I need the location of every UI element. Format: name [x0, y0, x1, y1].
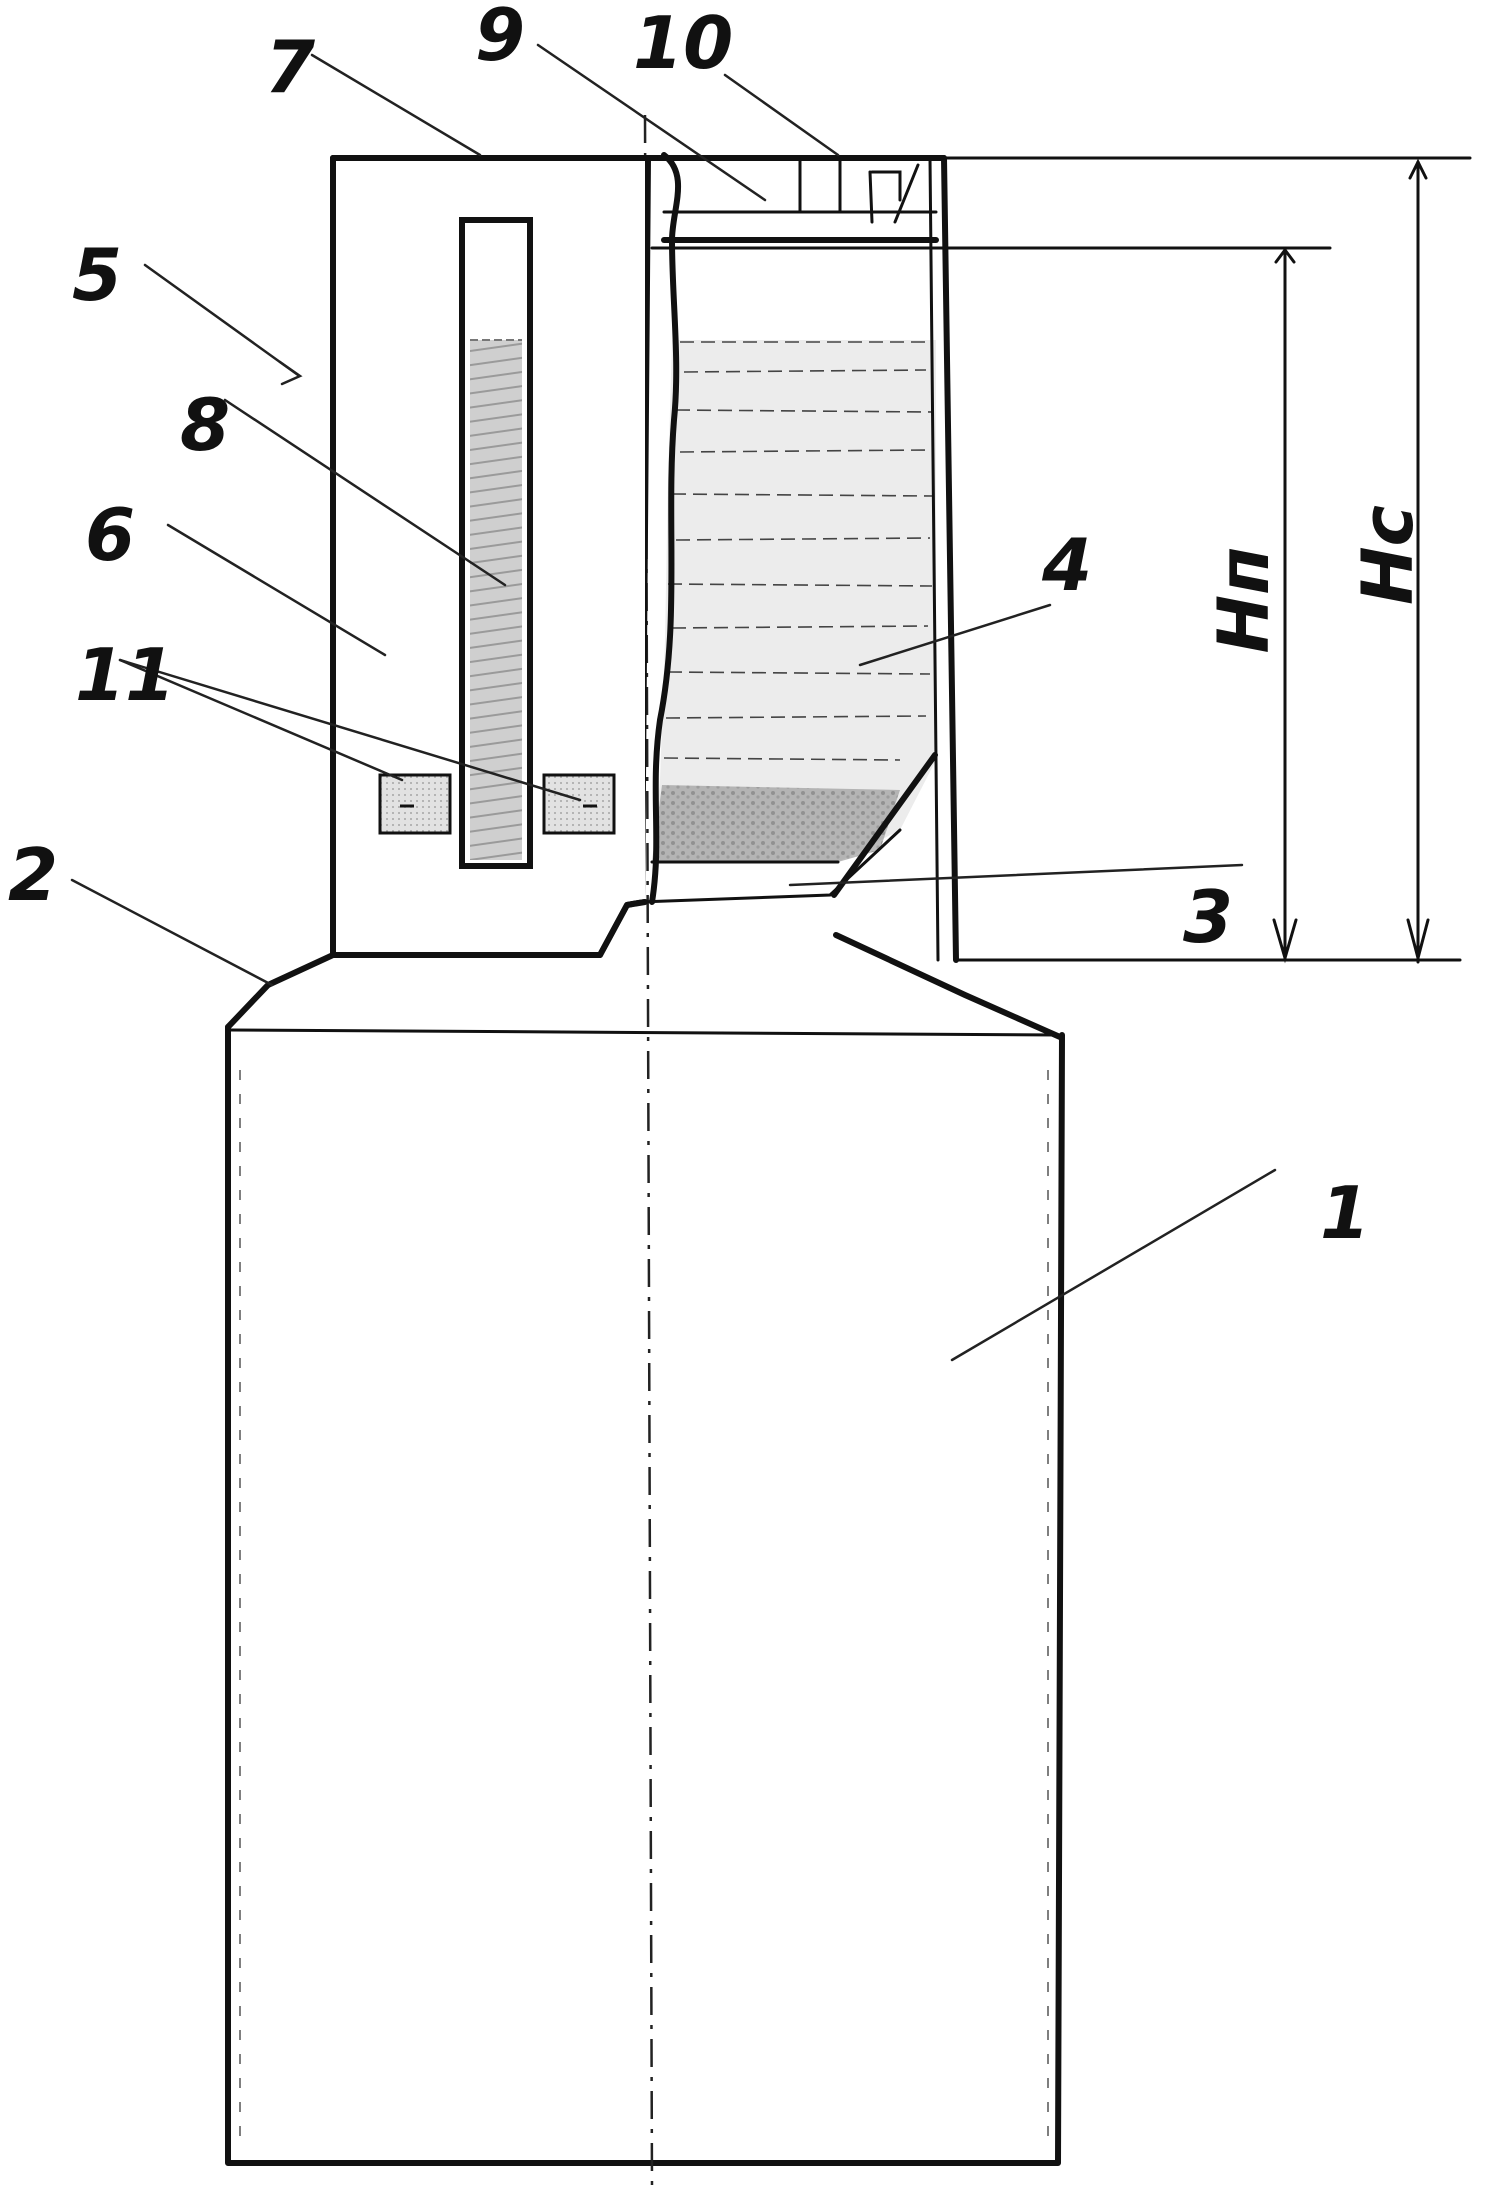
reservoir-cutaway	[638, 152, 959, 963]
label-hn: Hп	[1203, 547, 1285, 654]
label-11: 11	[75, 633, 175, 717]
leader-lines	[70, 43, 1277, 1362]
dimension-labels: Hп Hc	[1203, 505, 1429, 654]
label-4: 4	[1041, 523, 1092, 607]
dimension-lines	[650, 156, 1472, 964]
label-1: 1	[1320, 1171, 1370, 1255]
sensor-pads	[378, 773, 616, 835]
label-2: 2	[8, 833, 58, 917]
label-5: 5	[72, 233, 122, 317]
label-8: 8	[180, 383, 230, 467]
label-6: 6	[85, 493, 135, 577]
label-9: 9	[475, 0, 525, 77]
label-7: 7	[265, 25, 315, 109]
label-10: 10	[633, 1, 733, 85]
bottle-body	[225, 932, 1065, 2166]
part-labels: 1 2 3 4 5 6 7 8 9 10 11	[8, 0, 1370, 1255]
center-axis	[643, 114, 654, 2186]
label-3: 3	[1183, 875, 1233, 959]
level-gauge-tube	[459, 217, 533, 869]
label-hc: Hc	[1347, 505, 1429, 605]
